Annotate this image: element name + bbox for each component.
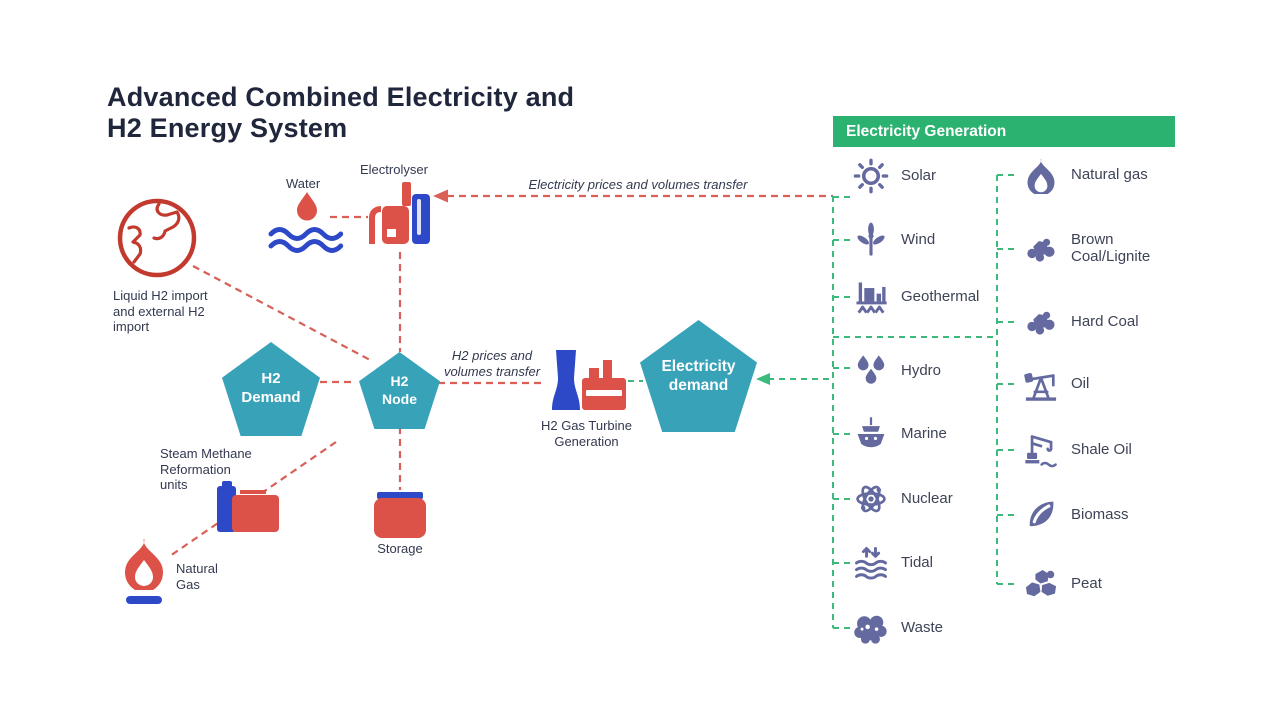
shale-oil-icon — [1022, 431, 1060, 469]
generation-label: Shale Oil — [1071, 440, 1132, 458]
generation-label: Brown Coal/Lignite — [1071, 231, 1151, 265]
page-title: Advanced Combined Electricity and H2 Ene… — [107, 82, 575, 144]
turbine-label: H2 Gas Turbine Generation — [540, 418, 633, 449]
generation-item-peat: Peat — [1022, 560, 1102, 608]
generation-label: Biomass — [1071, 505, 1129, 523]
water-icon — [268, 190, 346, 256]
oil-icon — [1022, 365, 1060, 403]
geothermal-icon — [852, 278, 890, 316]
hydro-icon — [852, 352, 890, 390]
generation-label: Tidal — [901, 553, 933, 571]
generation-item-shale-oil: Shale Oil — [1022, 426, 1132, 474]
generation-item-oil: Oil — [1022, 360, 1089, 408]
nuclear-icon — [852, 480, 890, 518]
generation-item-marine: Marine — [852, 410, 947, 458]
generation-label: Nuclear — [901, 489, 953, 507]
generation-item-tidal: Tidal — [852, 539, 933, 587]
generation-label: Marine — [901, 424, 947, 442]
electrolyser-label: Electrolyser — [360, 162, 428, 177]
import-label: Liquid H2 import and external H2 import — [113, 288, 208, 335]
biomass-icon — [1022, 496, 1060, 534]
h2-transfer-label: H2 prices and volumes transfer — [443, 348, 541, 379]
smr-label: Steam Methane Reformation units — [160, 446, 252, 493]
generation-item-solar: Solar — [852, 152, 936, 200]
h2-gas-turbine-icon — [548, 348, 628, 410]
generation-label: Peat — [1071, 574, 1102, 592]
water-label: Water — [286, 176, 321, 191]
generation-label: Oil — [1071, 374, 1090, 392]
electricity-transfer-label: Electricity prices and volumes transfer — [528, 177, 748, 192]
generation-label: Geothermal — [901, 287, 980, 305]
peat-icon — [1022, 565, 1060, 603]
generation-label: Hard Coal — [1071, 312, 1139, 330]
generation-label: Solar — [901, 166, 937, 184]
globe-icon — [115, 196, 199, 280]
electricity-generation-header: Electricity Generation — [833, 116, 1175, 147]
coal-icon — [1022, 303, 1060, 341]
marine-icon — [852, 415, 890, 453]
smr-units-icon — [210, 478, 282, 534]
generation-item-hard-coal: Hard Coal — [1022, 298, 1139, 346]
generation-item-nuclear: Nuclear — [852, 475, 953, 523]
storage-icon — [374, 492, 426, 538]
solar-icon — [852, 157, 890, 195]
wind-icon — [852, 221, 890, 259]
left-arrowhead — [433, 189, 448, 203]
demand-arrowhead — [756, 373, 770, 385]
generation-label: Wind — [901, 230, 936, 248]
electrolyser-icon — [366, 182, 436, 248]
generation-item-brown-coal-lignite: Brown Coal/Lignite — [1022, 225, 1167, 273]
coal-icon — [1022, 230, 1060, 268]
generation-item-geothermal: Geothermal — [852, 273, 979, 321]
generation-item-waste: Waste — [852, 604, 943, 652]
natural-gas-label: Natural Gas — [176, 561, 218, 592]
natural-gas-flame-icon — [118, 538, 170, 606]
generation-label: Natural gas — [1071, 165, 1148, 183]
generation-item-biomass: Biomass — [1022, 491, 1129, 539]
waste-icon — [852, 609, 890, 647]
tidal-icon — [852, 544, 890, 582]
generation-label: Waste — [901, 618, 943, 636]
generation-label: Hydro — [901, 361, 942, 379]
generation-item-natural-gas: Natural gas — [1022, 151, 1148, 199]
generation-item-hydro: Hydro — [852, 347, 941, 395]
generation-item-wind: Wind — [852, 216, 935, 264]
storage-label: Storage — [377, 541, 423, 556]
natural-gas-icon — [1022, 156, 1060, 194]
